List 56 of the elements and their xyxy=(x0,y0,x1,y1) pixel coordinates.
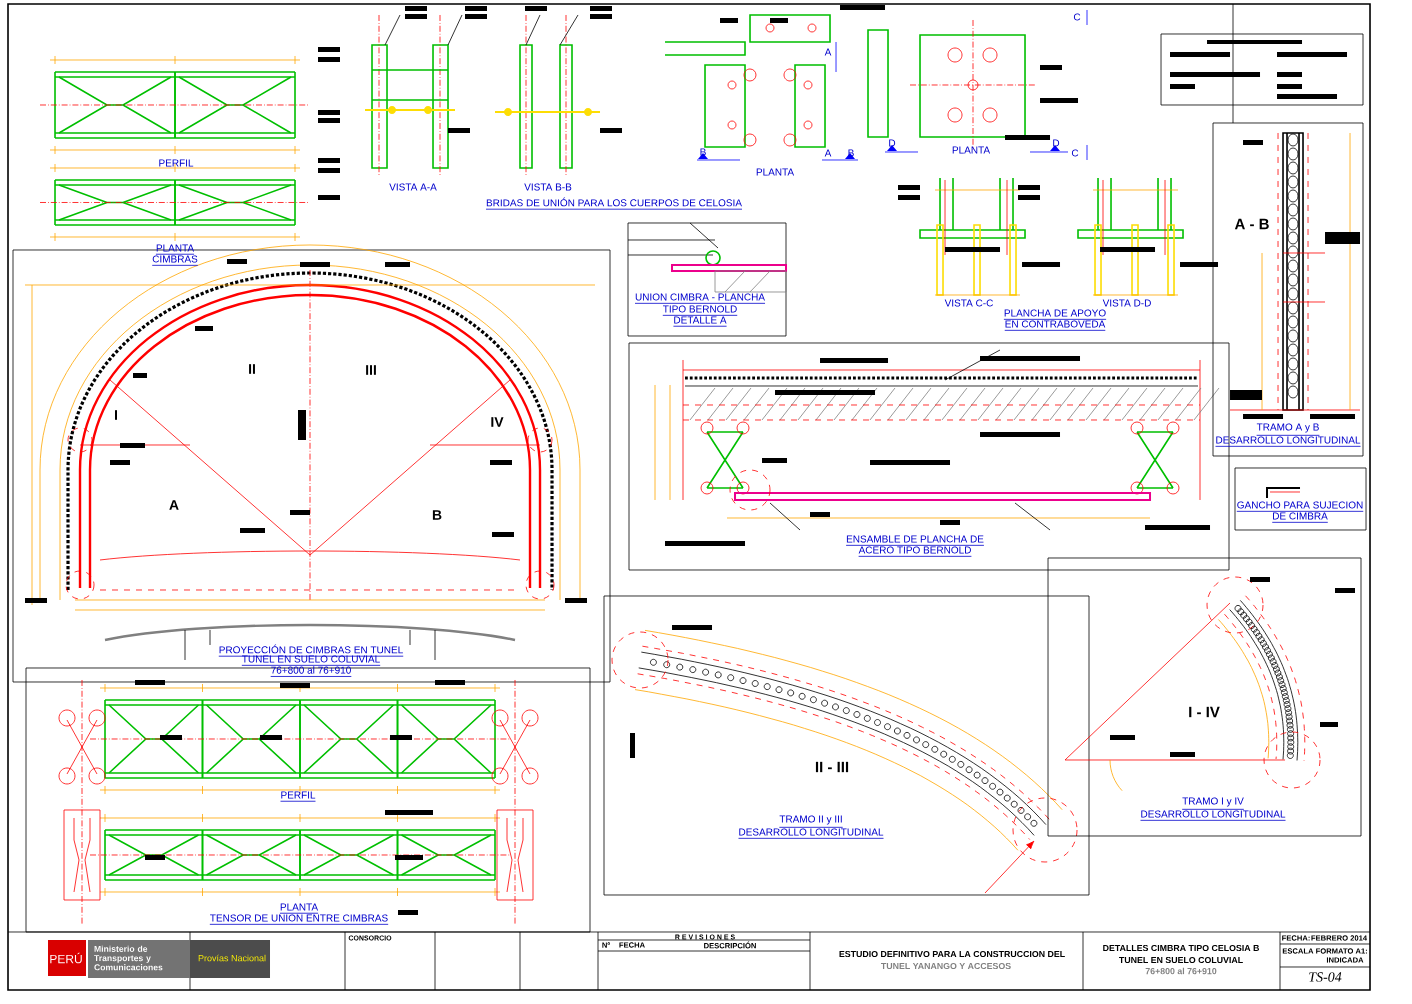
view-caption: PLANTA xyxy=(155,244,195,255)
view-caption: TRAMO I y IV xyxy=(1181,797,1245,810)
view-caption: 76+800 al 76+910 xyxy=(270,666,352,677)
title-block-text: 76+800 al 76+910 xyxy=(1145,967,1217,975)
section-marker: C xyxy=(1073,13,1081,21)
section-label: A - B xyxy=(1234,218,1269,230)
section-label: I - IV xyxy=(1189,706,1220,718)
title-block-text: DETALLES CIMBRA TIPO CELOSIA B xyxy=(1103,944,1259,952)
view-caption: PERFIL xyxy=(280,791,316,802)
zone-numeral: IV xyxy=(491,417,504,427)
zone-numeral: II xyxy=(249,364,255,374)
view-caption: PERFIL xyxy=(159,159,194,167)
view-caption: TUNEL EN SUELO COLUVIAL xyxy=(241,655,381,666)
view-caption: DESARROLLO LONGITUDINAL xyxy=(1140,810,1286,821)
view-caption: ENSAMBLE DE PLANCHA DE xyxy=(845,535,985,546)
title-block-text: Provías Nacional xyxy=(198,954,266,962)
title-block-text: ESTUDIO DEFINITIVO PARA LA CONSTRUCCION DEL xyxy=(839,950,1065,958)
title-block-text: PERÚ xyxy=(50,952,82,964)
view-caption: PLANTA xyxy=(756,168,795,176)
view-caption: PLANTA xyxy=(279,903,319,914)
view-caption: UNION CIMBRA - PLANCHA xyxy=(634,293,766,304)
title-block-text: TUNEL YANANGO Y ACCESOS xyxy=(881,962,1011,970)
title-block-text: Ministerio de Transportes y Comunicaciones xyxy=(94,945,163,971)
zone-numeral: B xyxy=(432,510,442,520)
view-caption: VISTA C-C xyxy=(944,299,993,307)
view-caption: VISTA B-B xyxy=(524,183,572,191)
title-block-text: TUNEL EN SUELO COLUVIAL xyxy=(1119,956,1243,964)
section-marker: B xyxy=(700,148,706,156)
view-caption: TRAMO A y B xyxy=(1256,423,1320,436)
section-label: II - III xyxy=(815,761,849,773)
view-caption: ACERO TIPO BERNOLD xyxy=(858,546,972,557)
section-marker: D xyxy=(1053,139,1060,147)
view-caption: PLANCHA DE APOYO xyxy=(1003,309,1107,320)
view-caption: BRIDAS DE UNIÓN PARA LOS CUERPOS DE CELOSIA xyxy=(485,197,743,210)
section-marker: C xyxy=(1071,149,1079,157)
view-caption: GANCHO PARA SUJECION xyxy=(1236,501,1364,512)
section-marker: A xyxy=(824,149,832,157)
view-caption: VISTA A-A xyxy=(389,183,437,191)
zone-numeral: A xyxy=(169,500,179,510)
view-caption: TRAMO II y III xyxy=(778,815,844,828)
section-marker: D xyxy=(889,139,896,147)
view-caption: DE CIMBRA xyxy=(1271,512,1329,523)
view-caption: EN CONTRABOVEDA xyxy=(1004,320,1106,331)
zone-numeral: III xyxy=(366,365,376,375)
view-caption: DESARROLLO LONGITUDINAL xyxy=(738,828,884,839)
view-caption: PLANTA xyxy=(952,146,991,154)
view-caption: DETALLE A xyxy=(673,316,727,327)
view-caption: TENSOR DE UNION ENTRE CIMBRAS xyxy=(209,914,389,925)
view-caption: TIPO BERNOLD xyxy=(662,305,738,316)
zone-numeral: I xyxy=(115,410,117,420)
sheet-number: TS-04 xyxy=(1309,972,1342,982)
view-caption: CIMBRAS xyxy=(151,255,199,266)
section-marker: B xyxy=(848,149,854,157)
section-marker: A xyxy=(824,48,832,56)
view-caption: VISTA D-D xyxy=(1102,299,1151,307)
view-caption: DESARROLLO LONGITUDINAL xyxy=(1215,436,1361,447)
